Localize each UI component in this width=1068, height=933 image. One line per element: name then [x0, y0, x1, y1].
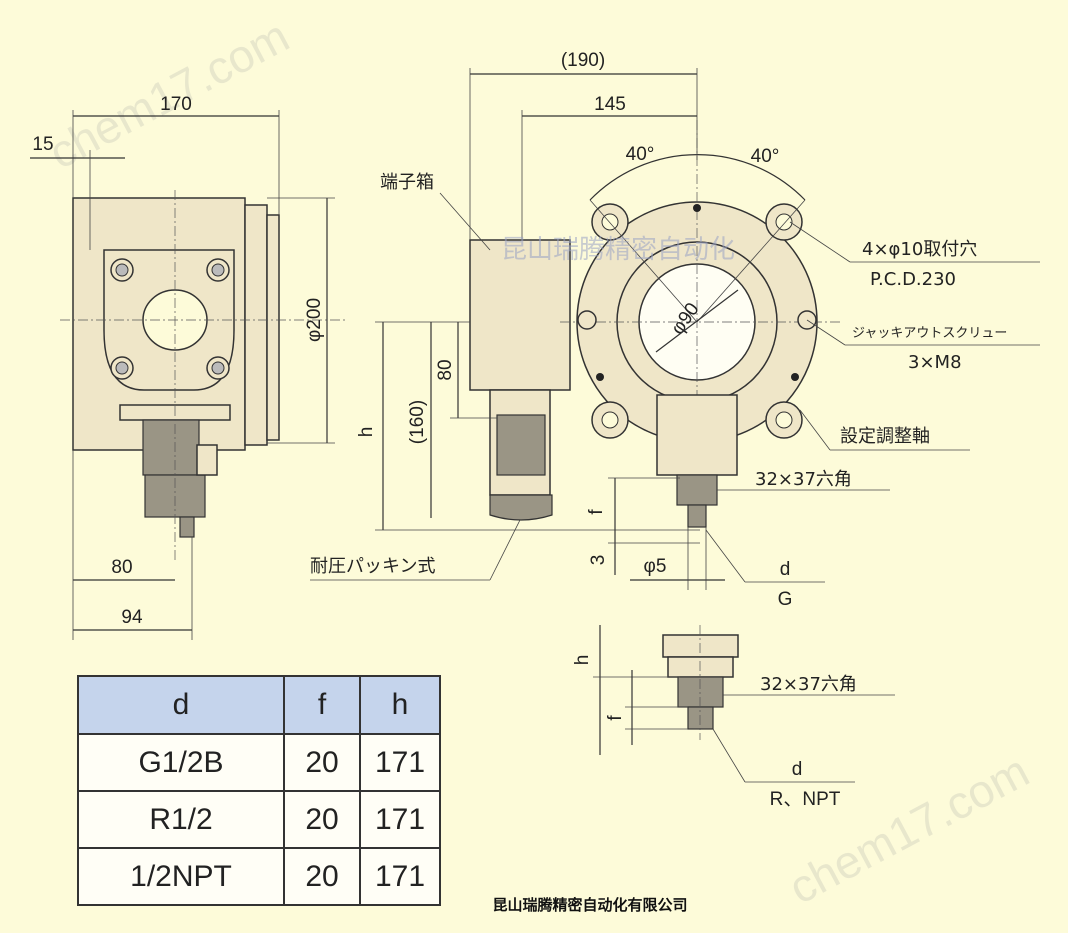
col-header-h: h [359, 675, 441, 735]
label-terminal-box: 端子箱 [380, 172, 434, 193]
label-hex-1: 32×37六角 [755, 469, 852, 490]
front-view: 40° 40° φ90 (190) 145 h (160) 80 f 3 φ5 [310, 50, 1040, 610]
cell-h: 171 [359, 733, 441, 792]
side-cover [266, 214, 280, 441]
front-nozzle [687, 504, 707, 528]
cell-f: 20 [283, 847, 361, 906]
angle-40-left: 40° [626, 144, 655, 165]
col-header-f: f [283, 675, 361, 735]
dim-h-detail: h [572, 655, 593, 666]
spec-table: d f h G1/2B 20 171 R1/2 20 171 1/2NPT 20… [77, 675, 441, 906]
side-nub [196, 444, 218, 476]
label-hex-2: 32×37六角 [760, 674, 857, 695]
dim-f: f [586, 509, 607, 515]
watermark-center: 昆山瑞腾精密自动化 [501, 235, 735, 265]
dim-80-vert: 80 [435, 359, 456, 380]
cell-d: R1/2 [77, 790, 285, 849]
dim-190: (190) [561, 50, 605, 71]
side-view: 170 15 φ200 80 94 [30, 94, 345, 640]
label-packing: 耐圧パッキン式 [310, 556, 435, 577]
label-d-detail: d [792, 759, 803, 780]
label-pcd: P.C.D.230 [870, 269, 956, 290]
detail-view: h f 32×37六角 d R、NPT [572, 625, 895, 810]
detail-top [662, 634, 739, 658]
cell-f: 20 [283, 733, 361, 792]
side-fitting [142, 419, 200, 476]
cell-f: 20 [283, 790, 361, 849]
table-header-row: d f h [77, 675, 441, 735]
front-body-lower [656, 394, 738, 476]
dim-94: 94 [121, 607, 143, 628]
dim-3: 3 [588, 555, 609, 566]
dim-80: 80 [111, 557, 132, 578]
side-bolts [110, 258, 230, 380]
side-nozzle [179, 516, 195, 538]
dim-145: 145 [594, 94, 626, 115]
dim-170: 170 [160, 94, 192, 115]
dim-h: h [356, 427, 377, 438]
label-g: G [778, 589, 793, 610]
label-r-npt: R、NPT [770, 789, 841, 810]
terminal-gland [496, 414, 546, 476]
dim-phi5: φ5 [644, 556, 667, 577]
detail-thread [687, 706, 714, 730]
footer-company: 昆山瑞腾精密自动化有限公司 [492, 896, 687, 914]
cell-h: 171 [359, 847, 441, 906]
label-jack-size: 3×M8 [908, 352, 962, 373]
table-row: 1/2NPT 20 171 [77, 847, 441, 906]
watermark-corner-2: chem17.com [780, 744, 1037, 914]
detail-body [667, 656, 734, 678]
terminal-box [469, 239, 571, 391]
col-header-d: d [77, 675, 285, 735]
dim-phi200: φ200 [304, 298, 325, 342]
detail-hex [677, 676, 724, 708]
angle-40-right: 40° [751, 146, 780, 167]
label-jack-screw: ジャッキアウトスクリュー [852, 326, 1007, 341]
table-row: G1/2B 20 171 [77, 733, 441, 792]
dim-160: (160) [407, 400, 428, 444]
cell-d: 1/2NPT [77, 847, 285, 906]
label-mount-holes: 4×φ10取付穴 [862, 239, 977, 260]
label-adjust-shaft: 設定調整軸 [840, 426, 930, 447]
table-row: R1/2 20 171 [77, 790, 441, 849]
terminal-nut [489, 494, 553, 521]
dim-f-detail: f [605, 715, 626, 721]
side-flange [244, 204, 268, 446]
cell-d: G1/2B [77, 733, 285, 792]
label-d: d [780, 559, 791, 580]
cell-h: 171 [359, 790, 441, 849]
dim-15: 15 [32, 134, 53, 155]
front-hex [676, 474, 718, 506]
